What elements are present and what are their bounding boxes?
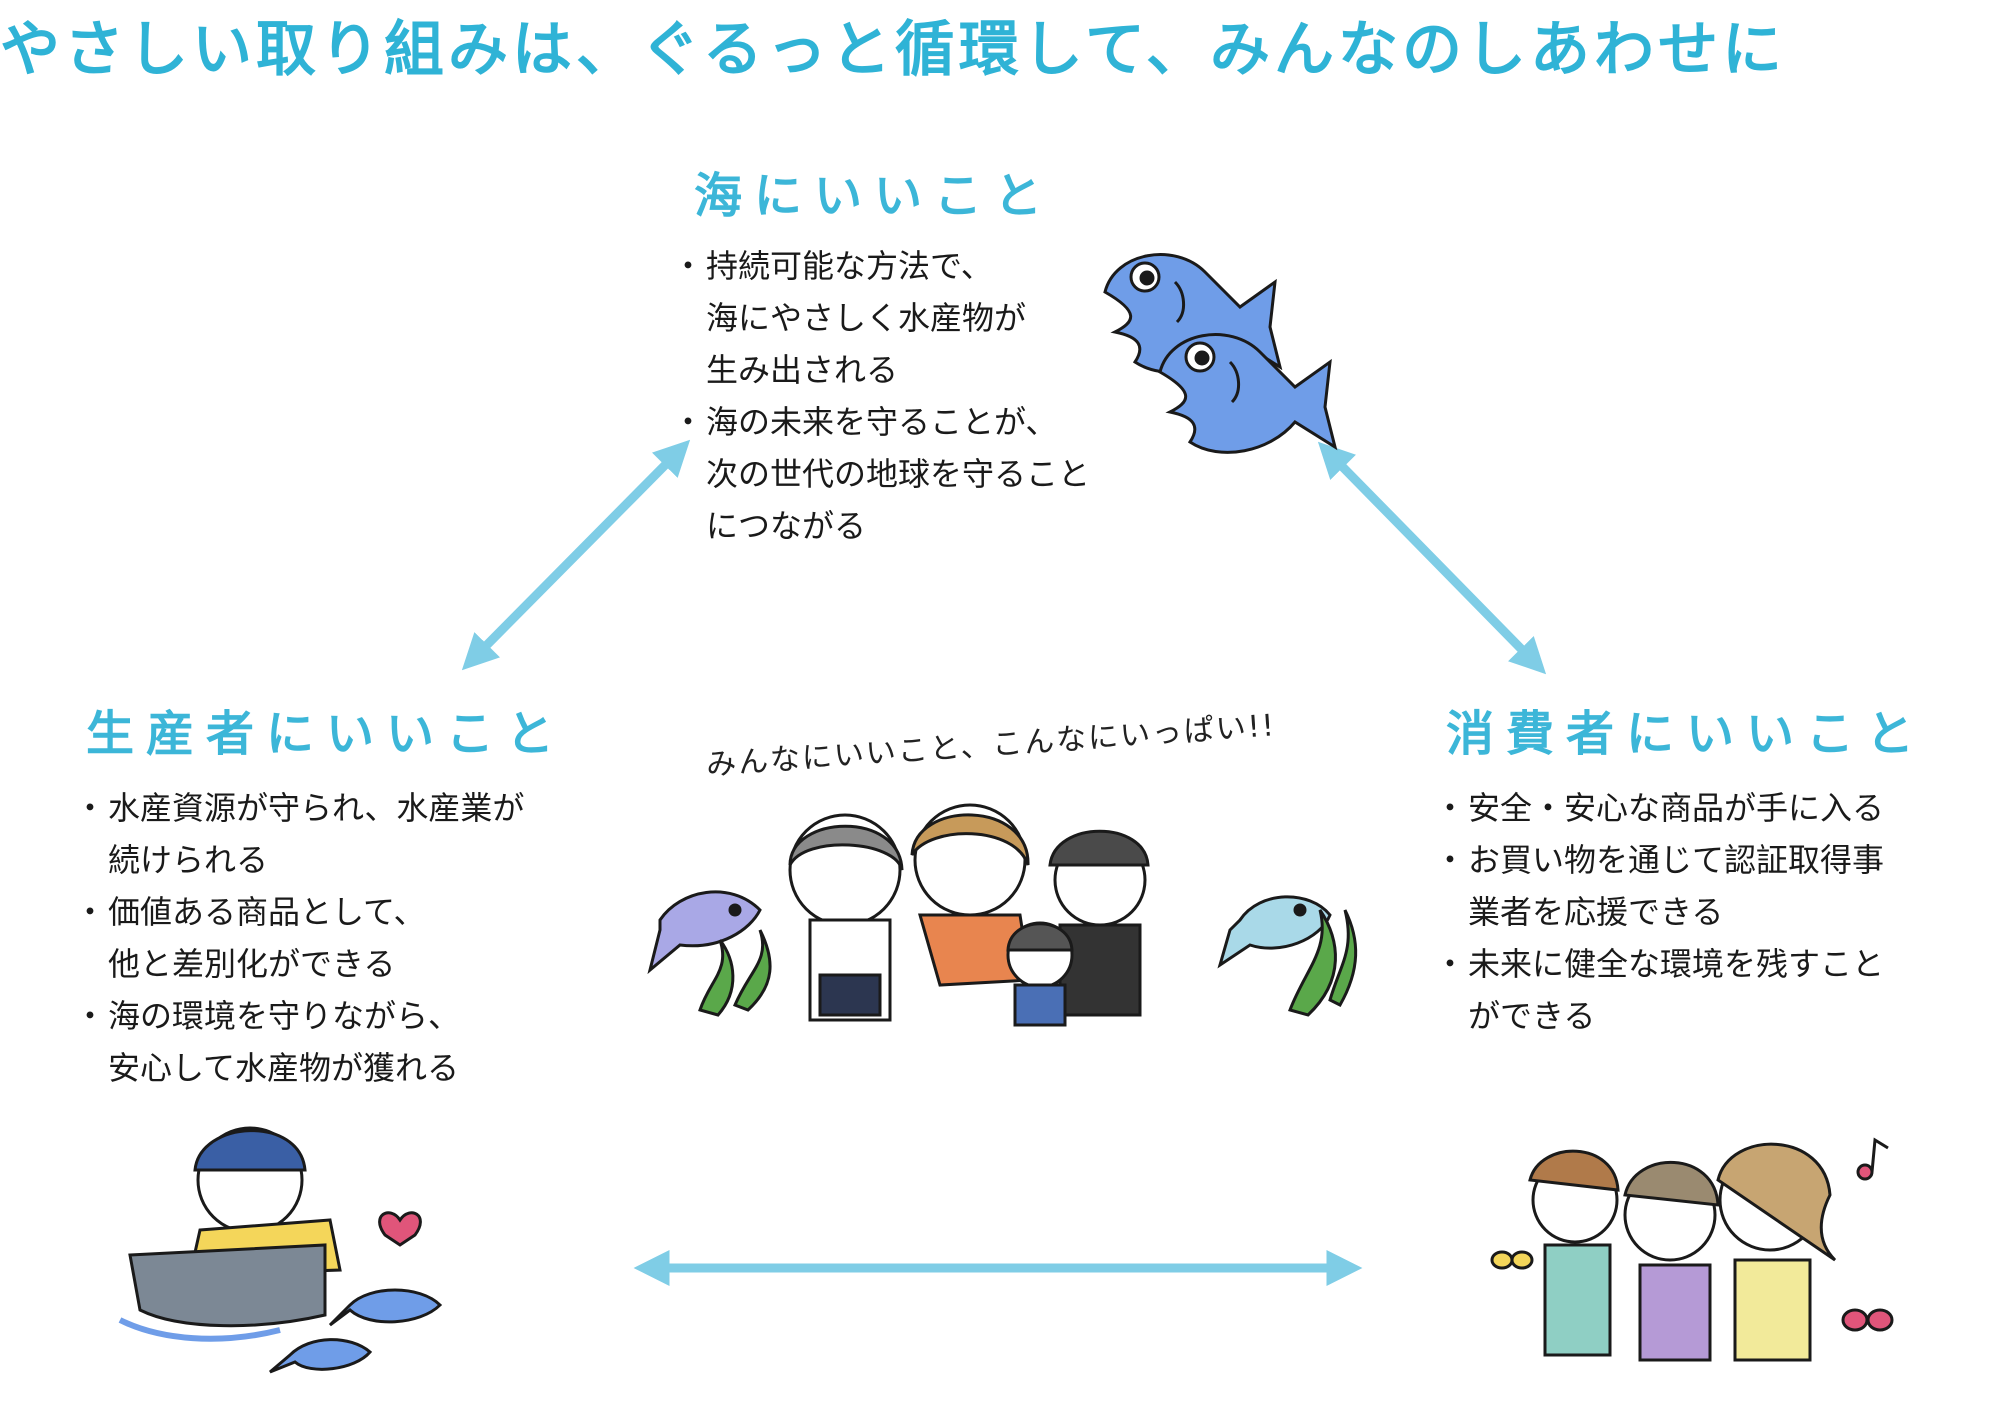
consumer-section-title: 消費者にいいこと — [1446, 706, 1927, 762]
list-item: 持続可能な方法で、 海にやさしく水産物が 生み出される — [672, 240, 1158, 396]
person-avatar — [1623, 1161, 1720, 1362]
consumer-family-illustration — [1490, 1137, 1894, 1362]
fish-icon — [328, 1288, 443, 1327]
producer-section-title: 生産者にいいこと — [86, 706, 567, 762]
producer-benefit-3: 海の環境を守りながら、 安心して水産物が獲れる — [108, 997, 461, 1087]
music-note-icon — [1856, 1137, 1889, 1181]
producer-benefits-list: 水産資源が守られ、水産業が 続けられる 価値ある商品として、 他と差別化ができる… — [74, 782, 600, 1094]
butterfly-icon — [1490, 1250, 1534, 1270]
heart-icon — [378, 1211, 422, 1247]
arrow-sea-consumer — [1317, 441, 1547, 675]
seaweed-icon — [698, 929, 772, 1017]
list-item: 安全・安心な商品が手に入る — [1434, 782, 1960, 834]
list-item: 未来に健全な環境を残すこと ができる — [1434, 938, 1960, 1042]
fish-icon — [269, 1338, 373, 1374]
sea-benefits-list: 持続可能な方法で、 海にやさしく水産物が 生み出される 海の未来を守ることが、 … — [672, 240, 1158, 552]
person-avatar — [910, 803, 1032, 987]
person-avatar — [1048, 829, 1150, 1017]
sea-benefit-1: 持続可能な方法で、 海にやさしく水産物が 生み出される — [706, 247, 1027, 389]
fish-icon — [1217, 895, 1332, 969]
fish-illustration — [1103, 253, 1338, 454]
page-title: やさしい取り組みは、ぐるっと循環して、みんなのしあわせに — [0, 15, 1786, 85]
producer-benefit-1: 水産資源が守られ、水産業が 続けられる — [108, 789, 525, 879]
butterfly-icon — [1841, 1308, 1894, 1332]
boat-icon — [128, 1243, 327, 1328]
producer-benefit-2: 価値ある商品として、 他と差別化ができる — [108, 893, 426, 983]
fish-icon — [1158, 333, 1338, 454]
list-item: 価値ある商品として、 他と差別化ができる — [74, 886, 600, 990]
person-avatar — [1006, 921, 1074, 1027]
person-avatar — [1716, 1142, 1837, 1362]
list-item: 海の未来を守ることが、 次の世代の地球を守ること につながる — [672, 396, 1158, 552]
fish-icon — [647, 890, 762, 975]
fisherman-boat-illustration — [118, 1126, 443, 1374]
list-item: お買い物を通じて認証取得事 業者を応援できる — [1434, 834, 1960, 938]
consumer-benefit-2: お買い物を通じて認証取得事 業者を応援できる — [1468, 841, 1885, 931]
person-avatar — [788, 813, 904, 1022]
arrow-sea-producer — [461, 439, 691, 671]
consumer-benefit-1: 安全・安心な商品が手に入る — [1468, 789, 1885, 827]
list-item: 水産資源が守られ、水産業が 続けられる — [74, 782, 600, 886]
person-avatar — [1528, 1149, 1620, 1357]
consumer-benefits-list: 安全・安心な商品が手に入る お買い物を通じて認証取得事 業者を応援できる 未来に… — [1434, 782, 1960, 1042]
sea-section-title: 海にいいこと — [694, 168, 1055, 224]
seaweed-icon — [1288, 909, 1358, 1017]
list-item: 海の環境を守りながら、 安心して水産物が獲れる — [74, 990, 600, 1094]
consumer-benefit-3: 未来に健全な環境を残すこと ができる — [1468, 945, 1885, 1035]
people-group-illustration — [647, 803, 1358, 1027]
sea-benefit-2: 海の未来を守ることが、 次の世代の地球を守ること につながる — [706, 403, 1091, 545]
